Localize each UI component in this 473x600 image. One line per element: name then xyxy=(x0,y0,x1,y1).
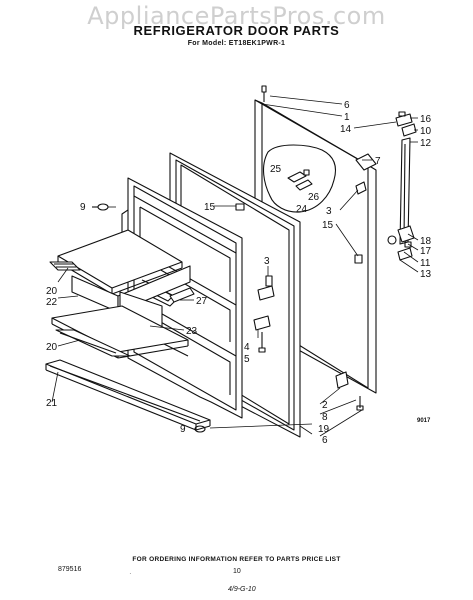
callout-3-lower: 3 xyxy=(264,256,270,267)
callout-8: 8 xyxy=(322,412,328,423)
callout-16: 16 xyxy=(420,114,432,125)
hinge-lower xyxy=(387,225,415,261)
door-bar-21 xyxy=(45,359,211,431)
callout-9-lower: 9 xyxy=(180,424,186,435)
callout-2: 2 xyxy=(322,400,328,411)
footer-dot: · xyxy=(129,569,132,578)
part-15-upper xyxy=(235,203,245,211)
callout-labels: 6 1 14 16 10 12 7 25 26 24 3 15 15 9 18 … xyxy=(46,100,432,446)
callout-7: 7 xyxy=(375,156,381,167)
door-shelf-upper xyxy=(57,229,183,295)
callout-9-upper: 9 xyxy=(80,202,86,213)
part-15-lower xyxy=(354,254,363,264)
callout-6: 6 xyxy=(344,100,350,111)
footer-part-code: 879516 xyxy=(58,566,82,573)
hinge-bar-12 xyxy=(399,137,411,245)
callout-21: 21 xyxy=(46,398,58,409)
callout-20-lower: 20 xyxy=(46,342,58,353)
callout-18: 18 xyxy=(420,236,432,247)
stop-3-lower xyxy=(257,275,275,301)
callout-4: 4 xyxy=(244,342,250,353)
door-bar-20-lower xyxy=(55,329,131,357)
bottom-hinge-2 xyxy=(335,371,364,411)
bracket-4-5 xyxy=(253,315,271,353)
detail-bubble xyxy=(262,144,337,213)
callout-27: 27 xyxy=(196,296,208,307)
callout-13: 13 xyxy=(420,269,432,280)
callout-20-upper: 20 xyxy=(46,286,58,297)
callout-1: 1 xyxy=(344,112,350,123)
callout-3-upper: 3 xyxy=(326,206,332,217)
hinge-upper xyxy=(355,111,417,171)
callout-14: 14 xyxy=(340,124,352,135)
callout-10: 10 xyxy=(420,126,432,137)
callout-23: 23 xyxy=(186,326,198,337)
callout-25: 25 xyxy=(270,164,282,175)
screw-9-lower xyxy=(194,425,206,433)
model-line: For Model: ET18EK1PWR-1 xyxy=(187,40,286,47)
callout-5: 5 xyxy=(244,354,250,365)
callout-12: 12 xyxy=(420,138,432,149)
date-note: 4/9-G-10 xyxy=(228,586,256,593)
part-27 xyxy=(169,287,195,303)
ordering-note: FOR ORDERING INFORMATION REFER TO PARTS … xyxy=(132,556,341,563)
callout-19: 19 xyxy=(318,424,330,435)
callout-22: 22 xyxy=(46,297,58,308)
callout-15-upper: 15 xyxy=(204,202,216,213)
callout-15-lower: 15 xyxy=(322,220,334,231)
watermark: AppliancePartsPros.com xyxy=(87,2,386,30)
screw-9-upper xyxy=(92,203,109,211)
door-bin-front xyxy=(71,265,191,329)
callout-17: 17 xyxy=(420,246,432,257)
figure-code: 9017 xyxy=(417,418,431,424)
page-title: REFRIGERATOR DOOR PARTS xyxy=(133,23,340,38)
callout-11: 11 xyxy=(420,258,431,269)
screw-top-6 xyxy=(261,85,267,102)
page-number: 10 xyxy=(233,568,241,575)
callout-26: 26 xyxy=(308,192,320,203)
callout-24: 24 xyxy=(296,204,308,215)
callout-6-lower: 6 xyxy=(322,435,328,446)
door-bar-20-upper xyxy=(49,261,81,271)
leader-lines xyxy=(51,95,419,437)
